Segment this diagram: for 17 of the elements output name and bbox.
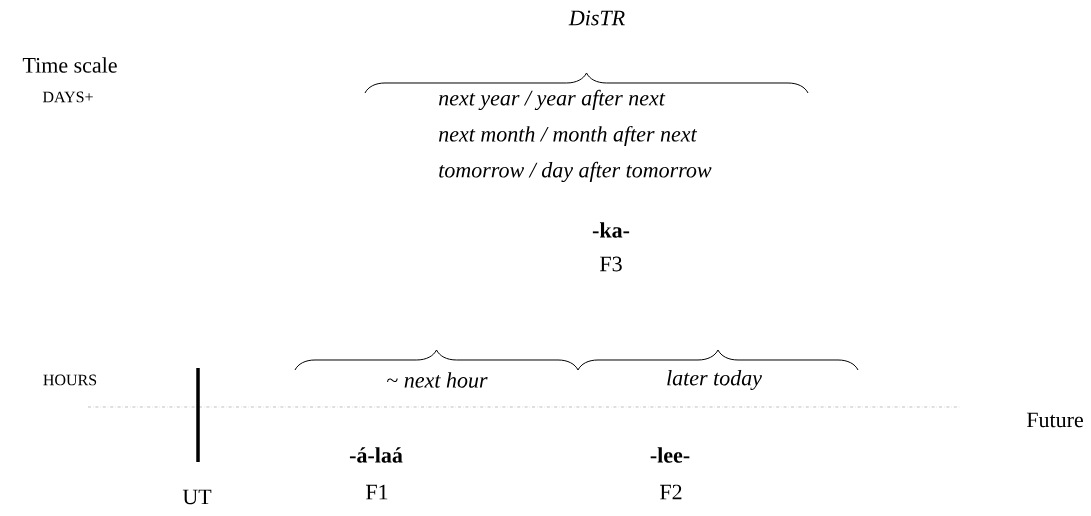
heading-text: DisTR <box>568 10 625 26</box>
scale-label: DAYS+ <box>42 91 93 103</box>
morpheme-label: -á-laá <box>349 447 403 463</box>
gloss-text: later today <box>667 370 762 390</box>
axis-title: Time scale <box>22 57 117 73</box>
gloss-text: tomorrow / day after tomorrow <box>439 161 712 183</box>
morpheme-label: -ka- <box>592 222 630 238</box>
gloss-text: ~ next hour <box>387 372 488 388</box>
tense-label: F2 <box>660 484 682 500</box>
scale-label: HOURS <box>43 374 97 386</box>
axis-label: Future <box>1026 412 1083 428</box>
gloss-text: next month / month after next <box>439 125 698 147</box>
morpheme-label: -lee- <box>650 447 690 463</box>
axis-label: UT <box>182 489 212 505</box>
tense-label: F1 <box>366 484 388 500</box>
tense-label: F3 <box>600 256 622 272</box>
gloss-text: next year / year after next <box>439 89 666 111</box>
